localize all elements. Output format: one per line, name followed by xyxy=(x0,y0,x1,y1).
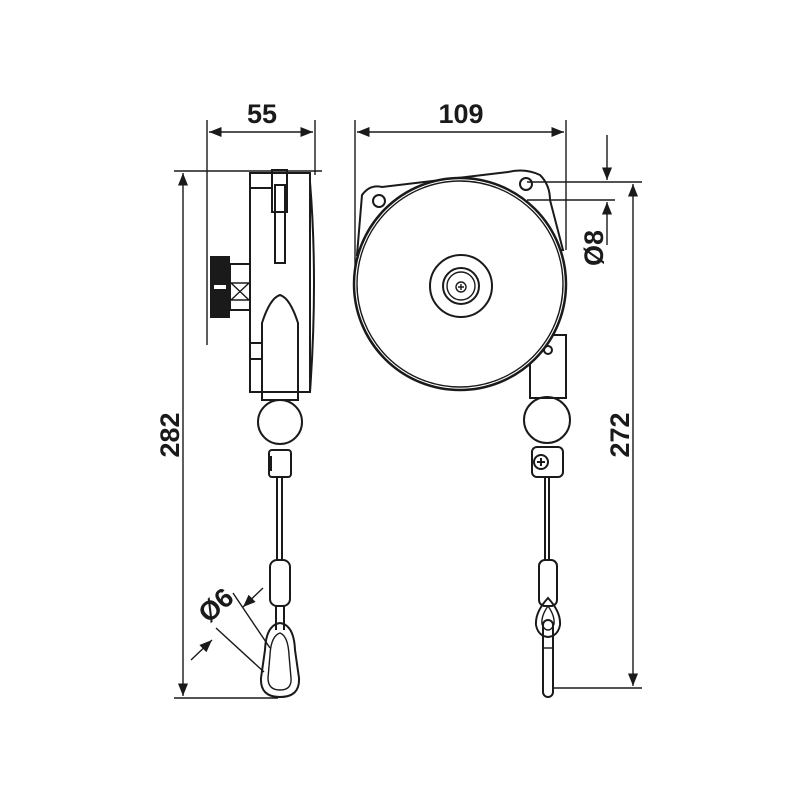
dimension-carabiner-diameter: Ø6 xyxy=(190,582,271,673)
knob-highlight xyxy=(214,285,226,289)
mounting-plate xyxy=(355,169,565,257)
side-cable-sleeve xyxy=(269,559,291,607)
side-cable-guide xyxy=(261,293,299,401)
side-clamp-nut xyxy=(268,456,272,471)
clamp-screw-icon xyxy=(533,454,549,470)
dimension-hole-diameter: Ø8 xyxy=(527,135,615,266)
carabiner-inner xyxy=(267,632,292,691)
side-top-lip xyxy=(249,172,273,189)
mounting-hole-left xyxy=(372,194,386,208)
front-view xyxy=(352,169,571,698)
dimension-side-width: 55 xyxy=(206,99,316,345)
side-top-cap xyxy=(271,169,288,213)
front-stop-ball xyxy=(523,396,571,444)
hub-inner xyxy=(446,271,476,301)
thimble xyxy=(534,596,562,639)
hub-screw-icon xyxy=(455,281,467,293)
side-cable-loop xyxy=(275,606,285,630)
thimble-inner xyxy=(541,604,555,631)
drum-housing-inner xyxy=(356,180,564,388)
dimension-label-109: 109 xyxy=(438,99,483,129)
front-cable-clamp xyxy=(531,446,564,478)
side-cable-clamp xyxy=(268,449,292,478)
dimension-label-d8: Ø8 xyxy=(579,230,609,266)
clamp-screw-cross xyxy=(537,458,545,466)
knob-shaft xyxy=(229,263,251,311)
front-small-screw xyxy=(543,345,553,355)
side-housing-curve xyxy=(309,181,315,393)
dimension-label-282: 282 xyxy=(155,412,185,457)
dimension-total-height: 282 xyxy=(155,170,322,699)
side-stop-ball xyxy=(257,399,303,445)
dimension-front-width: 109 xyxy=(354,99,567,270)
dimension-label-272: 272 xyxy=(605,412,635,457)
knob-cross xyxy=(230,282,250,301)
hub-middle xyxy=(442,267,480,305)
mounting-hole-right xyxy=(519,177,533,191)
hook-rod xyxy=(542,619,554,698)
side-view xyxy=(210,169,315,699)
carabiner xyxy=(259,621,301,699)
hub-outer xyxy=(429,254,493,318)
dimension-label-d6: Ø6 xyxy=(193,582,240,628)
dimension-label-55: 55 xyxy=(247,99,277,129)
side-notch xyxy=(249,342,263,360)
hub-screw-cross xyxy=(458,284,464,290)
side-slot xyxy=(274,184,286,264)
drum-housing xyxy=(352,176,568,392)
